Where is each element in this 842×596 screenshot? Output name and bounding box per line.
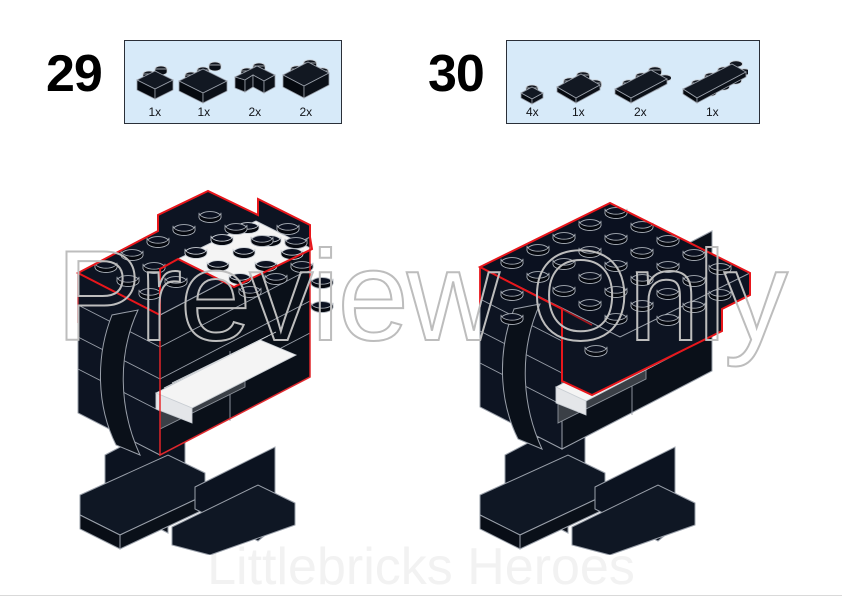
part-cell-brick-2x2-corner[interactable]: 2x [231, 61, 279, 119]
part-qty-plate-2x3: 2x [634, 105, 647, 119]
part-cell-plate-2x4[interactable]: 1x [676, 59, 749, 119]
part-qty-brick-2x2-corner: 2x [248, 105, 262, 119]
part-cell-brick-2x3[interactable]: 2x [279, 57, 333, 119]
part-cell-brick-1x3[interactable]: 1x [177, 61, 231, 119]
parts-box-30: 4x 1x [505, 40, 760, 124]
model-illustration-step-29 [60, 155, 380, 556]
part-qty-plate-1x1: 4x [526, 105, 539, 119]
model-illustration-step-30 [450, 155, 780, 556]
part-art-brick-2x3 [279, 57, 333, 105]
part-art-plate-2x4 [676, 59, 749, 105]
part-art-plate-2x3 [609, 63, 672, 105]
part-art-plate-1x1 [517, 71, 547, 105]
step-header-30: 30 4x [428, 40, 760, 124]
part-cell-plate-1x1[interactable]: 4x [517, 71, 547, 119]
step-number-30: 30 [428, 45, 485, 103]
part-art-brick-1x2 [133, 65, 177, 105]
step-number-29: 29 [46, 45, 103, 103]
step-header-29: 29 1x [46, 40, 342, 124]
model-svg-step-30 [477, 201, 752, 556]
model-svg-step-29 [75, 189, 334, 556]
parts-box-29: 1x 1x [123, 40, 342, 124]
part-qty-brick-1x3: 1x [197, 105, 211, 119]
part-qty-plate-2x4: 1x [706, 105, 719, 119]
part-qty-brick-1x2: 1x [148, 105, 162, 119]
part-art-brick-2x2-corner [231, 61, 279, 105]
part-cell-brick-1x2[interactable]: 1x [133, 65, 177, 119]
part-cell-plate-2x2[interactable]: 1x [552, 65, 604, 119]
part-qty-plate-2x2: 1x [572, 105, 585, 119]
part-cell-plate-2x3[interactable]: 2x [609, 63, 672, 119]
part-art-plate-2x2 [552, 65, 604, 105]
part-qty-brick-2x3: 2x [299, 105, 313, 119]
part-art-brick-1x3 [177, 61, 231, 105]
